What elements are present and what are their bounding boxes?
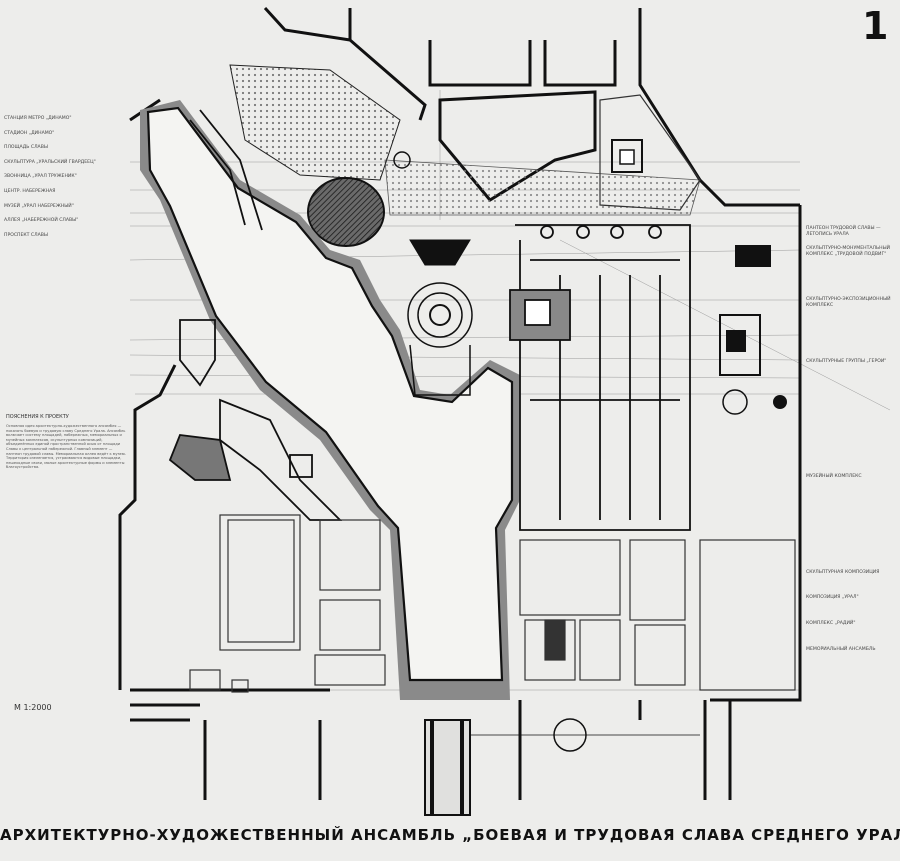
street-blocks bbox=[118, 6, 802, 800]
right-label: СКУЛЬПТУРНО-МОНУМЕНТАЛЬНЫЙ КОМПЛЕКС „ТРУ… bbox=[806, 246, 891, 257]
park-strip bbox=[384, 159, 701, 216]
block-northeast bbox=[599, 94, 701, 211]
river bbox=[140, 100, 520, 700]
south-avenue bbox=[424, 718, 700, 816]
scale-label: М 1:2000 bbox=[14, 703, 52, 712]
left-label: ПЛОЩАДЬ СЛАВЫ bbox=[4, 145, 48, 151]
right-label: СКУЛЬПТУРНО-ЭКСПОЗИЦИОННЫЙ КОМПЛЕКС bbox=[806, 297, 891, 308]
southwest-blocks bbox=[189, 514, 386, 693]
left-label: ПРОСПЕКТ СЛАВЫ bbox=[4, 232, 48, 238]
small-building-ne bbox=[611, 139, 643, 173]
central-plaza bbox=[407, 239, 473, 396]
sheet-number: 1 bbox=[862, 4, 889, 48]
right-label: КОМПОЗИЦИЯ „УРАЛ" bbox=[806, 595, 859, 601]
right-label: МУЗЕЙНЫЙ КОМПЛЕКС bbox=[806, 474, 862, 480]
left-label: ЗВОННИЦА „УРАЛ ТРУЖЕНИК" bbox=[4, 174, 77, 180]
sheet-title: АРХИТЕКТУРНО-ХУДОЖЕСТВЕННЫЙ АНСАМБЛЬ „БО… bbox=[0, 826, 900, 844]
east-complex bbox=[509, 224, 691, 531]
right-label: СКУЛЬПТУРНАЯ КОМПОЗИЦИЯ bbox=[806, 569, 880, 575]
left-label: ЦЕНТР. НАБЕРЕЖНАЯ bbox=[4, 188, 56, 194]
right-label: СКУЛЬПТУРНЫЕ ГРУППЫ „ГЕРОИ" bbox=[806, 358, 887, 364]
south-blocks bbox=[519, 539, 796, 691]
left-label: МУЗЕЙ „УРАЛ НАБЕРЕЖНЫЙ" bbox=[4, 203, 74, 209]
left-label: СТАНЦИЯ МЕТРО „ДИНАМО" bbox=[4, 116, 72, 121]
notes-heading: ПОЯСНЕНИЯ К ПРОЕКТУ bbox=[6, 414, 69, 420]
left-legend: СТАНЦИЯ МЕТРО „ДИНАМО" СТАДИОН „ДИНАМО" … bbox=[4, 116, 116, 247]
metro-entrance bbox=[393, 151, 411, 169]
far-east-buildings bbox=[719, 245, 787, 415]
right-legend: ПАНТЕОН ТРУДОВОЙ СЛАВЫ — ЛЕТОПИСЬ УРАЛА … bbox=[806, 226, 896, 661]
left-label: АЛЛЕЯ „НАБЕРЕЖНОЙ СЛАВЫ" bbox=[4, 218, 79, 224]
right-label: МЕМОРИАЛЬНЫЙ АНСАМБЛЬ bbox=[806, 646, 876, 652]
stadium-dinamo bbox=[307, 177, 385, 247]
left-label: СКУЛЬПТУРА „УРАЛЬСКИЙ ГВАРДЕЕЦ" bbox=[4, 159, 96, 165]
right-label: КОМПЛЕКС „РАДИЙ" bbox=[806, 620, 856, 626]
park-north bbox=[229, 64, 401, 181]
right-label: ПАНТЕОН ТРУДОВОЙ СЛАВЫ — ЛЕТОПИСЬ УРАЛА bbox=[806, 226, 881, 237]
left-label: СТАДИОН „ДИНАМО" bbox=[4, 130, 55, 136]
building-block-north bbox=[438, 90, 597, 202]
west-embankment bbox=[168, 109, 343, 521]
notes-text: Основная идея архитектурно-художественно… bbox=[6, 424, 126, 470]
